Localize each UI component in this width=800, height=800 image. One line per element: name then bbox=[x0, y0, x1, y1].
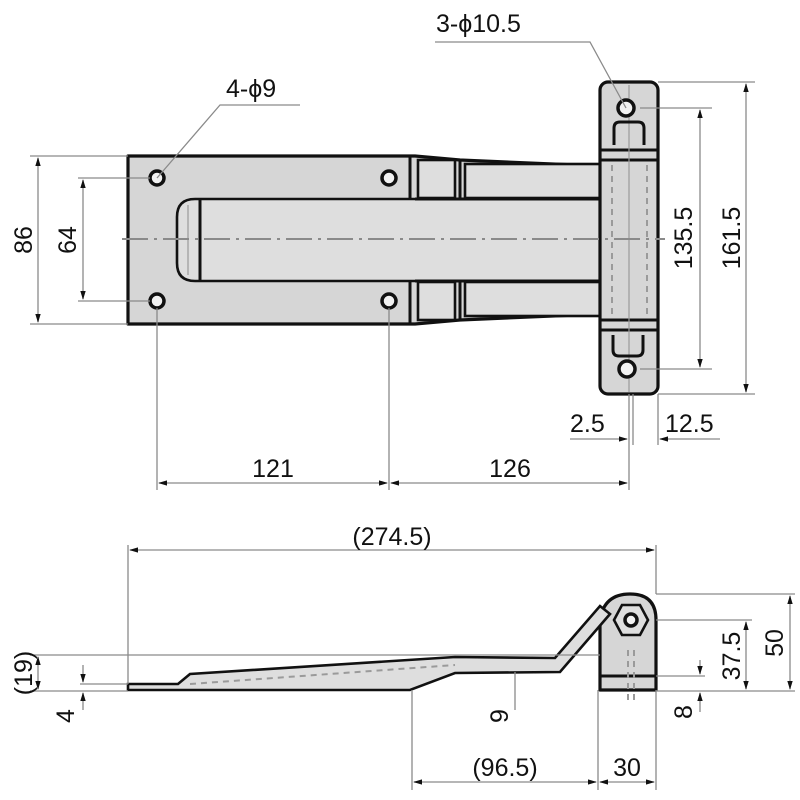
leaf-hole bbox=[380, 169, 398, 187]
leaf-side bbox=[126, 604, 612, 692]
dim-offset-small: 2.5 bbox=[570, 410, 605, 438]
dim-overall-rise: (19) bbox=[10, 651, 38, 695]
knuckle-hole-bottom bbox=[617, 359, 637, 379]
dim-overall-length: (274.5) bbox=[352, 523, 431, 551]
dim-knuckle-depth: 12.5 bbox=[665, 410, 714, 438]
leaf-hole bbox=[148, 292, 166, 310]
dim-leaf-hole-pitch: 64 bbox=[54, 226, 82, 254]
dim-hole-spacing-2: 126 bbox=[489, 455, 531, 483]
leaf-rib bbox=[463, 162, 602, 200]
leaf-rib bbox=[463, 280, 602, 318]
dim-pivot-height: 37.5 bbox=[718, 632, 746, 681]
leaf-hole bbox=[380, 292, 398, 310]
dim-base-thickness: 8 bbox=[670, 705, 698, 719]
side-view: (274.5) (19) 4 9 (96.5) 30 37.5 50 8 bbox=[10, 523, 795, 790]
dim-hole-spacing-1: 121 bbox=[252, 455, 294, 483]
dim-bent-section-length: (96.5) bbox=[472, 754, 537, 782]
callout-knuckle-holes: 3-ϕ10.5 bbox=[436, 10, 521, 38]
leader-leaf-holes bbox=[156, 104, 300, 179]
leader-knuckle-holes bbox=[435, 41, 627, 109]
plan-view: 4-ϕ9 3-ϕ10.5 86 64 135.5 161.5 2.5 12.5 bbox=[10, 10, 755, 490]
dim-plate-thickness: 4 bbox=[52, 709, 80, 723]
dim-knuckle-height: 161.5 bbox=[718, 207, 746, 270]
dim-knuckle-width: 30 bbox=[613, 754, 641, 782]
dim-knuckle-hole-pitch: 135.5 bbox=[670, 207, 698, 270]
callout-leaf-holes: 4-ϕ9 bbox=[226, 75, 276, 103]
dim-leaf-width: 86 bbox=[10, 226, 38, 254]
dim-bend-offset: 9 bbox=[486, 709, 514, 723]
dim-knuckle-total-height: 50 bbox=[761, 629, 789, 657]
